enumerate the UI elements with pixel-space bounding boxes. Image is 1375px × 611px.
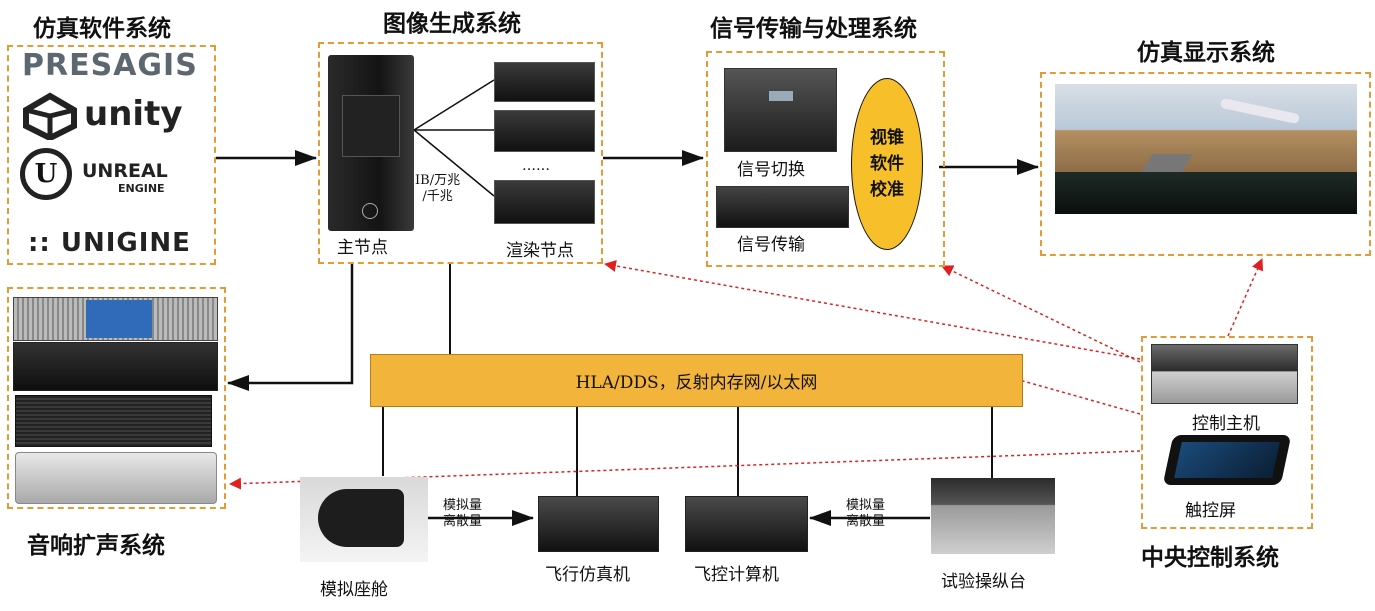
touch-screen-label: 触控屏 bbox=[1185, 501, 1236, 521]
flight-sim-server bbox=[538, 496, 659, 552]
cockpit-image bbox=[300, 477, 428, 562]
network-bus: HLA/DDS，反射内存网/以太网 bbox=[370, 354, 1023, 407]
touch-screen-display bbox=[1174, 442, 1280, 478]
master-node-tower bbox=[328, 55, 414, 231]
unity-wordmark: unity bbox=[84, 94, 183, 134]
red-arrow-to-imagegen bbox=[604, 260, 1141, 360]
signal-label-right: 模拟量 离散量 bbox=[846, 498, 886, 529]
test-console-image bbox=[931, 478, 1055, 554]
presagis-logo: PRESAGIS bbox=[22, 48, 198, 83]
amplifier-panel bbox=[86, 300, 152, 338]
render-ellipsis: …… bbox=[522, 158, 550, 174]
calibration-line-2: 软件 bbox=[870, 154, 904, 174]
image-gen-box bbox=[318, 42, 603, 264]
calibration-line-1: 视锥 bbox=[870, 128, 904, 148]
unigine-logo: :: UNIGINE bbox=[28, 228, 191, 258]
switch-display-icon bbox=[769, 91, 793, 101]
player-unit bbox=[15, 452, 217, 504]
signal-transfer-device bbox=[716, 186, 849, 228]
render-node-label: 渲染节点 bbox=[506, 241, 574, 261]
flight-ctrl-server bbox=[685, 496, 808, 552]
software-system-box bbox=[7, 45, 216, 265]
audio-system-title: 音响扩声系统 bbox=[27, 532, 165, 559]
unreal-u-icon: U bbox=[20, 148, 72, 200]
speaker-unit bbox=[15, 395, 212, 447]
unreal-logo: U UNREAL ENGINE bbox=[20, 148, 210, 206]
render-node-1 bbox=[494, 62, 595, 102]
arrow-imagegen-to-audio bbox=[227, 264, 354, 391]
display-system-title: 仿真显示系统 bbox=[1137, 39, 1275, 66]
unreal-wordmark: UNREAL bbox=[82, 160, 168, 182]
seats-row bbox=[1055, 172, 1357, 214]
signal-system-title: 信号传输与处理系统 bbox=[710, 15, 917, 42]
display-system-box bbox=[1040, 72, 1371, 256]
cockpit-label: 模拟座舱 bbox=[320, 580, 388, 600]
amplifier-unit bbox=[13, 297, 218, 341]
red-arrow-to-bus bbox=[1022, 380, 1141, 415]
test-console-label: 试验操纵台 bbox=[941, 572, 1026, 592]
signal-switch-label: 信号切换 bbox=[737, 160, 805, 180]
tower-drive-bay bbox=[342, 95, 400, 157]
mixer-unit bbox=[13, 342, 218, 391]
audio-system-box bbox=[7, 287, 226, 509]
red-arrow-to-signal bbox=[941, 265, 1141, 363]
unity-logo: unity bbox=[20, 92, 210, 142]
control-host-device bbox=[1151, 344, 1298, 404]
flight-ctrl-label: 飞控计算机 bbox=[694, 565, 779, 585]
calibration-line-3: 校准 bbox=[870, 180, 904, 200]
control-host-label: 控制主机 bbox=[1192, 414, 1260, 434]
signal-label-left: 模拟量 离散量 bbox=[443, 498, 483, 529]
link-label: IB/万兆 /千兆 bbox=[415, 173, 461, 204]
hp-logo-icon bbox=[362, 203, 378, 219]
red-arrow-to-display bbox=[1227, 258, 1264, 337]
signal-transfer-label: 信号传输 bbox=[737, 235, 805, 255]
image-gen-title: 图像生成系统 bbox=[383, 10, 521, 37]
calibration-ellipse: 视锥 软件 校准 bbox=[851, 78, 923, 250]
master-node-label: 主节点 bbox=[337, 238, 388, 258]
render-node-3 bbox=[494, 180, 595, 224]
touch-screen-device bbox=[1162, 435, 1292, 485]
signal-switch-device bbox=[724, 68, 837, 152]
render-node-2 bbox=[494, 110, 595, 152]
unity-cube-icon bbox=[23, 92, 77, 142]
engine-wordmark: ENGINE bbox=[118, 182, 165, 195]
central-control-title: 中央控制系统 bbox=[1141, 544, 1279, 571]
flight-sim-label: 飞行仿真机 bbox=[545, 565, 630, 585]
signal-system-box bbox=[706, 51, 945, 267]
flight-scene-image bbox=[1055, 84, 1357, 214]
cockpit-shell bbox=[318, 489, 404, 547]
airplane-icon bbox=[1219, 97, 1301, 125]
software-system-title: 仿真软件系统 bbox=[33, 15, 171, 42]
central-control-box bbox=[1141, 336, 1313, 529]
